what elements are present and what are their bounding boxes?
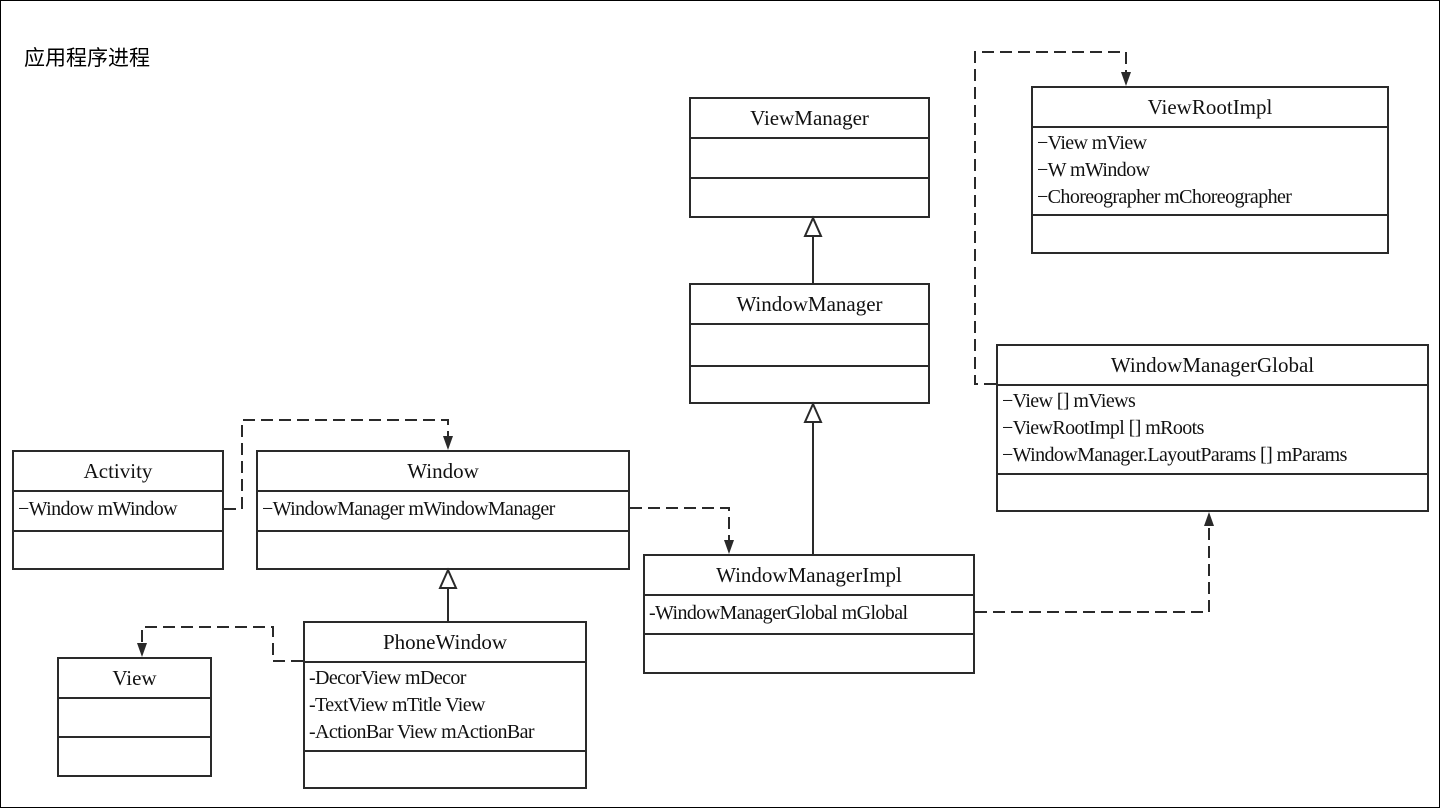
attribute: −Choreographer mChoreographer	[1037, 186, 1292, 208]
class-name: View	[59, 659, 210, 699]
class-name: Window	[258, 452, 628, 492]
arrowhead-icon	[1204, 512, 1214, 526]
inheritance-arrowhead-icon	[803, 401, 823, 423]
arrowhead-icon	[137, 643, 147, 657]
class-attributes: −Window mWindow	[14, 492, 222, 532]
diagram-title: 应用程序进程	[24, 46, 150, 70]
attribute: −Window mWindow	[18, 498, 178, 520]
arrowhead-icon	[724, 540, 734, 554]
attribute: -TextView mTitle View	[309, 694, 485, 716]
association-line-activity-window	[224, 419, 449, 510]
association-line-phonewindow-view	[141, 626, 303, 662]
class-window: Window −WindowManager mWindowManager	[256, 450, 630, 570]
class-attributes: −View [] mViews −ViewRootImpl [] mRoots …	[998, 386, 1427, 475]
class-attributes	[59, 699, 210, 738]
class-windowmanagerglobal: WindowManagerGlobal −View [] mViews −Vie…	[996, 344, 1429, 512]
class-name: WindowManagerImpl	[645, 556, 973, 596]
association-line-window-windowmanagerimpl	[630, 507, 730, 546]
attribute: −W mWindow	[1037, 159, 1150, 181]
class-name: WindowManagerGlobal	[998, 346, 1427, 386]
class-attributes: -WindowManagerGlobal mGlobal	[645, 596, 973, 635]
class-attributes	[691, 325, 928, 367]
association-line-windowmanagerglobal-viewrootimpl	[974, 51, 1127, 385]
attribute: −WindowManager mWindowManager	[262, 498, 555, 520]
arrowhead-icon	[443, 436, 453, 450]
class-attributes: -DecorView mDecor -TextView mTitle View …	[305, 663, 585, 752]
class-windowmanager: WindowManager	[689, 283, 930, 404]
attribute: −WindowManager.LayoutParams [] mParams	[1002, 444, 1347, 466]
attribute: -ActionBar View mActionBar	[309, 721, 535, 743]
class-name: ViewManager	[691, 99, 928, 139]
inheritance-arrowhead-icon	[803, 215, 823, 237]
class-windowmanagerimpl: WindowManagerImpl -WindowManagerGlobal m…	[643, 554, 975, 674]
attribute: -DecorView mDecor	[309, 667, 466, 689]
arrowhead-icon	[1121, 72, 1131, 86]
class-attributes: −WindowManager mWindowManager	[258, 492, 628, 532]
inheritance-arrowhead-icon	[438, 567, 458, 589]
class-name: Activity	[14, 452, 222, 492]
class-view: View	[57, 657, 212, 777]
class-name: WindowManager	[691, 285, 928, 325]
attribute: -WindowManagerGlobal mGlobal	[649, 602, 908, 624]
attribute: −View [] mViews	[1002, 390, 1136, 412]
attribute: −ViewRootImpl [] mRoots	[1002, 417, 1204, 439]
class-viewmanager: ViewManager	[689, 97, 930, 218]
class-viewrootimpl: ViewRootImpl −View mView −W mWindow −Cho…	[1031, 86, 1389, 254]
association-line-windowmanagerimpl-windowmanagerglobal	[975, 520, 1210, 613]
class-name: ViewRootImpl	[1033, 88, 1387, 128]
class-phonewindow: PhoneWindow -DecorView mDecor -TextView …	[303, 621, 587, 789]
class-attributes	[691, 139, 928, 179]
class-attributes: −View mView −W mWindow −Choreographer mC…	[1033, 128, 1387, 216]
attribute: −View mView	[1037, 132, 1147, 154]
class-name: PhoneWindow	[305, 623, 585, 663]
class-activity: Activity −Window mWindow	[12, 450, 224, 570]
